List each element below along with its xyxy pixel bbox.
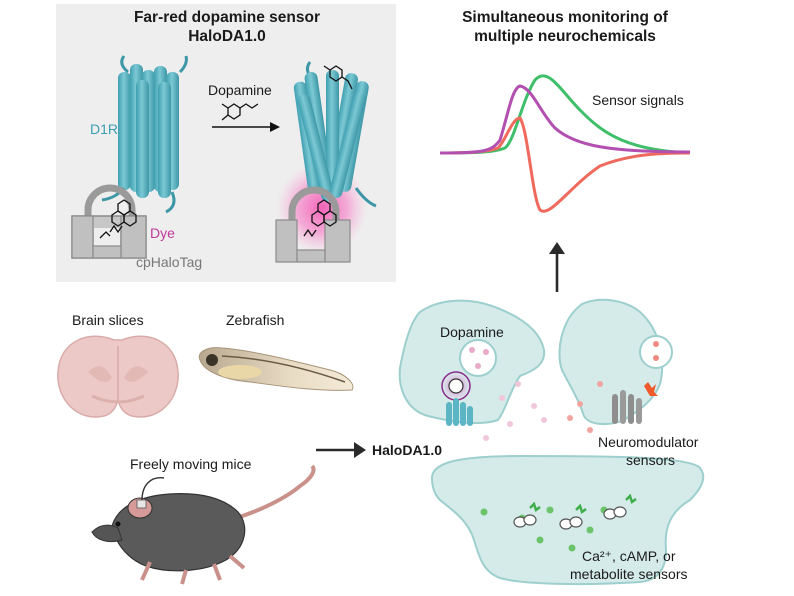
metabolite-label-line1: Ca²⁺, cAMP, or bbox=[582, 548, 676, 564]
receptor-active-illustration bbox=[275, 61, 377, 263]
dye-label: Dye bbox=[150, 225, 175, 241]
up-arrow bbox=[549, 242, 565, 292]
halo-sensor-receptor bbox=[446, 398, 473, 426]
intracellular-sensors bbox=[513, 506, 627, 530]
monitoring-title-line2: multiple neurochemicals bbox=[474, 28, 656, 45]
receptor-label: D1R bbox=[90, 121, 119, 137]
zebrafish-label: Zebrafish bbox=[226, 312, 285, 328]
right-arrow bbox=[316, 442, 366, 458]
sensor-signal-traces bbox=[439, 74, 691, 213]
dye-molecule bbox=[99, 199, 137, 239]
mouse-tail bbox=[229, 464, 316, 522]
receptor-apo-illustration bbox=[71, 55, 188, 259]
helix-1 bbox=[118, 72, 131, 190]
monitoring-title-line1: Simultaneous monitoring of bbox=[462, 9, 668, 26]
neuromodulator-sensor-receptor bbox=[612, 382, 658, 424]
brain-slice-illustration bbox=[57, 335, 179, 418]
sensor-title-line1: Far-red dopamine sensor bbox=[133, 9, 321, 26]
metabolite-label-line2: metabolite sensors bbox=[570, 566, 688, 582]
trace-purple bbox=[439, 84, 691, 155]
neuromodulator-label-line1: Neuromodulator bbox=[598, 434, 699, 450]
neuromodulator-label-line2: sensors bbox=[626, 452, 676, 468]
freely-moving-mice-label: Freely moving mice bbox=[130, 456, 252, 472]
mouse-illustration bbox=[91, 464, 316, 585]
fiber-cable bbox=[141, 477, 165, 501]
synapse-dopamine-label: Dopamine bbox=[440, 324, 504, 340]
halotag-label: cpHaloTag bbox=[136, 254, 203, 270]
bound-dopamine bbox=[323, 65, 353, 90]
halo-sensor-name: HaloDA1.0 bbox=[372, 442, 443, 458]
helix-6 bbox=[136, 80, 149, 198]
sensor-signals-label: Sensor signals bbox=[592, 92, 684, 108]
sensor-title-line2: HaloDA1.0 bbox=[188, 28, 266, 45]
helix-7 bbox=[158, 82, 171, 198]
binding-arrow bbox=[212, 103, 280, 132]
trace-green bbox=[439, 74, 691, 155]
dopamine-ligand-label: Dopamine bbox=[208, 82, 272, 98]
synapse-illustration bbox=[398, 298, 705, 586]
dopamine-molecule bbox=[221, 103, 259, 121]
zebrafish-illustration bbox=[198, 347, 354, 391]
brain-slices-label: Brain slices bbox=[72, 312, 144, 328]
halotag-handle bbox=[84, 184, 136, 240]
trace-red bbox=[439, 116, 691, 213]
